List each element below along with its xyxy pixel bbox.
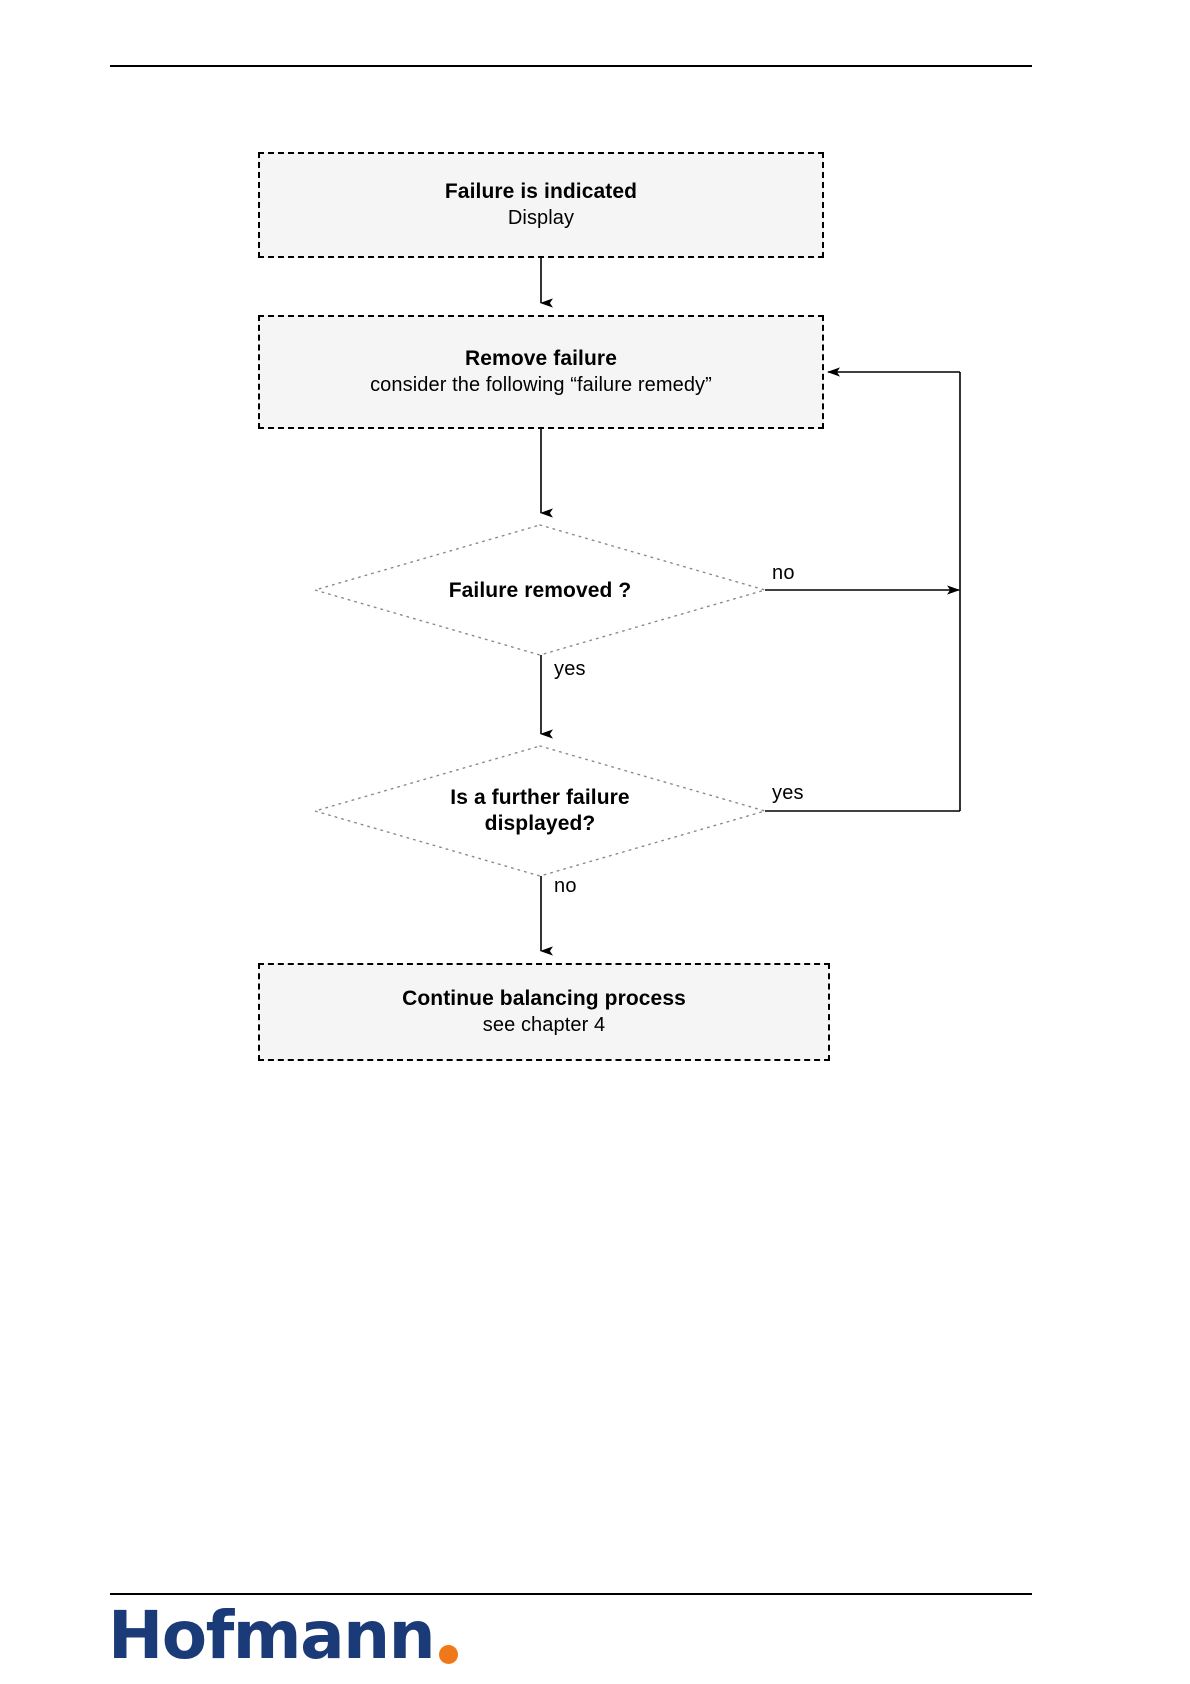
edge-label-no-failure-removed: no <box>772 562 795 584</box>
process-box-title: Continue balancing process <box>402 986 686 1010</box>
orange-dot-icon <box>439 1645 459 1664</box>
process-box-title: Remove failure <box>465 346 617 370</box>
process-box-failure-indicated[interactable]: Failure is indicated Display <box>258 152 824 258</box>
edge-label-yes-further-failure: yes <box>772 782 804 804</box>
process-box-remove-failure[interactable]: Remove failure consider the following “f… <box>258 315 824 429</box>
edge-label-yes-failure-removed: yes <box>554 658 586 680</box>
hofmann-logo: Hofmann <box>108 1597 459 1674</box>
footer-rule <box>110 1593 1032 1595</box>
process-box-subtitle: see chapter 4 <box>482 1013 606 1036</box>
logo-wordmark: Hofmann <box>108 1597 436 1674</box>
edge-label-no-further-failure: no <box>554 875 577 897</box>
process-box-title: Failure is indicated <box>444 179 638 203</box>
header-rule <box>110 65 1032 67</box>
process-box-subtitle: consider the following “failure remedy” <box>370 373 712 396</box>
process-box-subtitle: Display <box>507 206 575 229</box>
decision-shape-further-failure <box>312 745 768 877</box>
decision-further-failure[interactable] <box>315 745 765 877</box>
decision-shape-failure-removed <box>312 524 768 656</box>
decision-failure-removed[interactable] <box>315 524 765 656</box>
process-box-continue-balancing[interactable]: Continue balancing process see chapter 4 <box>258 963 830 1061</box>
